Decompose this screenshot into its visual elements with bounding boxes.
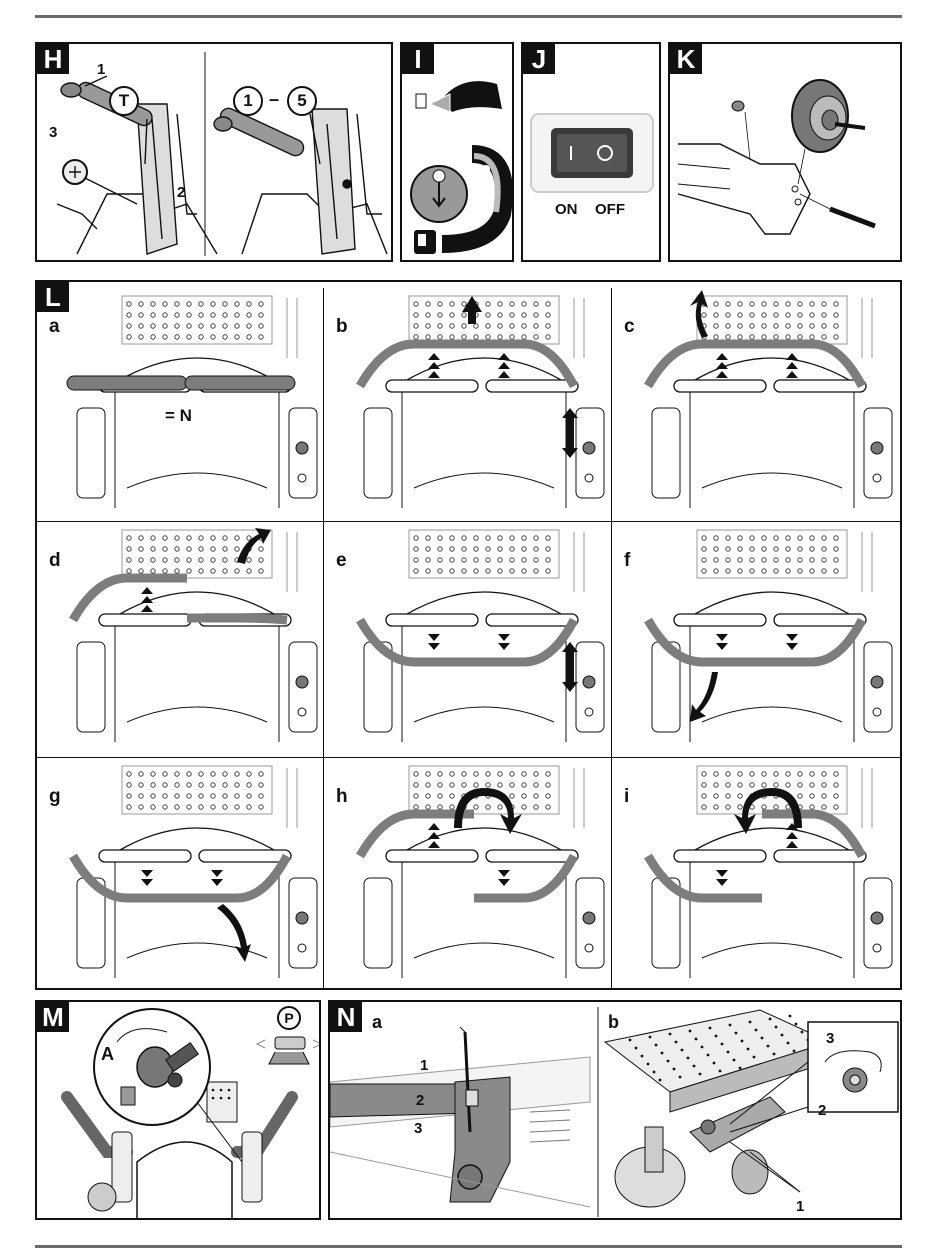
callout-3: 3 bbox=[49, 124, 58, 141]
panel-h: H 1 3 2 T bbox=[35, 42, 393, 262]
switch-off-label: OFF bbox=[595, 201, 625, 218]
control-cell-g: g bbox=[37, 758, 324, 988]
lever-illustration bbox=[56, 52, 388, 256]
panel-l-tag: L bbox=[37, 282, 69, 312]
parking-brake-illustration bbox=[61, 1008, 319, 1218]
cell-drawing bbox=[644, 765, 893, 978]
sub-b-callout-1: 1 bbox=[796, 1198, 805, 1215]
panel-i-tag: I bbox=[402, 44, 434, 74]
deck-adjustment-illustration bbox=[330, 1007, 899, 1217]
panel-n: N a 1 2 3 b 3 2 1 bbox=[328, 1000, 902, 1220]
cell-letter: d bbox=[49, 550, 61, 571]
cell-drawing bbox=[356, 765, 605, 978]
panel-m: M A P bbox=[35, 1000, 321, 1220]
parking-symbol: P bbox=[277, 1006, 301, 1030]
wheel-mount-illustration bbox=[677, 79, 876, 235]
sub-a-callout-3: 3 bbox=[414, 1120, 423, 1137]
callout-2: 2 bbox=[177, 184, 186, 201]
panel-j-tag: J bbox=[523, 44, 555, 74]
ignition-switch-illustration bbox=[530, 113, 654, 193]
control-cell-e: e bbox=[324, 522, 612, 758]
cell-drawing bbox=[356, 529, 605, 742]
control-cell-c: c bbox=[612, 288, 900, 522]
cell-letter: b bbox=[336, 316, 348, 337]
cell-drawing bbox=[644, 290, 893, 508]
cell-drawing bbox=[356, 295, 605, 508]
panel-m-tag: M bbox=[37, 1002, 69, 1032]
cell-drawing bbox=[69, 528, 318, 742]
panel-j: J ON OFF bbox=[521, 42, 661, 262]
control-cell-h: h bbox=[324, 758, 612, 988]
control-cell-i: i bbox=[612, 758, 900, 988]
cell-letter: f bbox=[624, 550, 631, 571]
cell-letter: g bbox=[49, 786, 61, 807]
control-cell-d: d bbox=[37, 522, 324, 758]
control-cell-a: a = N bbox=[37, 288, 324, 522]
panel-k: K bbox=[668, 42, 902, 262]
position-end: 5 bbox=[287, 86, 317, 116]
sub-b-letter: b bbox=[608, 1012, 619, 1032]
cell-letter: i bbox=[624, 786, 630, 807]
panel-n-tag: N bbox=[330, 1002, 362, 1032]
cell-drawing bbox=[644, 529, 893, 742]
cell-drawing bbox=[66, 295, 318, 508]
control-cell-f: f bbox=[612, 522, 900, 758]
sub-b-callout-2: 2 bbox=[818, 1102, 827, 1119]
top-rule bbox=[35, 15, 902, 18]
cell-letter: c bbox=[624, 316, 635, 337]
cell-letter: h bbox=[336, 786, 348, 807]
switch-on-label: ON bbox=[555, 201, 578, 218]
tool-symbol-t: T bbox=[109, 86, 139, 116]
callout-1: 1 bbox=[97, 61, 106, 78]
neutral-note: = N bbox=[165, 406, 192, 425]
sub-b-callout-3: 3 bbox=[826, 1030, 835, 1047]
sub-a-callout-2: 2 bbox=[416, 1092, 425, 1109]
range-dash: – bbox=[269, 89, 280, 109]
cell-drawing bbox=[69, 765, 318, 978]
bottom-rule bbox=[35, 1245, 902, 1248]
cell-letter: a bbox=[49, 316, 60, 337]
fuel-valve-illustration bbox=[410, 81, 512, 254]
panel-k-tag: K bbox=[670, 44, 702, 74]
sub-a-letter: a bbox=[372, 1012, 383, 1032]
position-start: 1 bbox=[233, 86, 263, 116]
cell-letter: e bbox=[336, 550, 347, 571]
control-cell-b: b bbox=[324, 288, 612, 522]
callout-a: A bbox=[101, 1044, 114, 1064]
panel-h-tag: H bbox=[37, 44, 69, 74]
panel-i: I bbox=[400, 42, 514, 262]
panel-l: L a = N b c d e f g h i bbox=[35, 280, 902, 990]
sub-a-callout-1: 1 bbox=[420, 1057, 429, 1074]
